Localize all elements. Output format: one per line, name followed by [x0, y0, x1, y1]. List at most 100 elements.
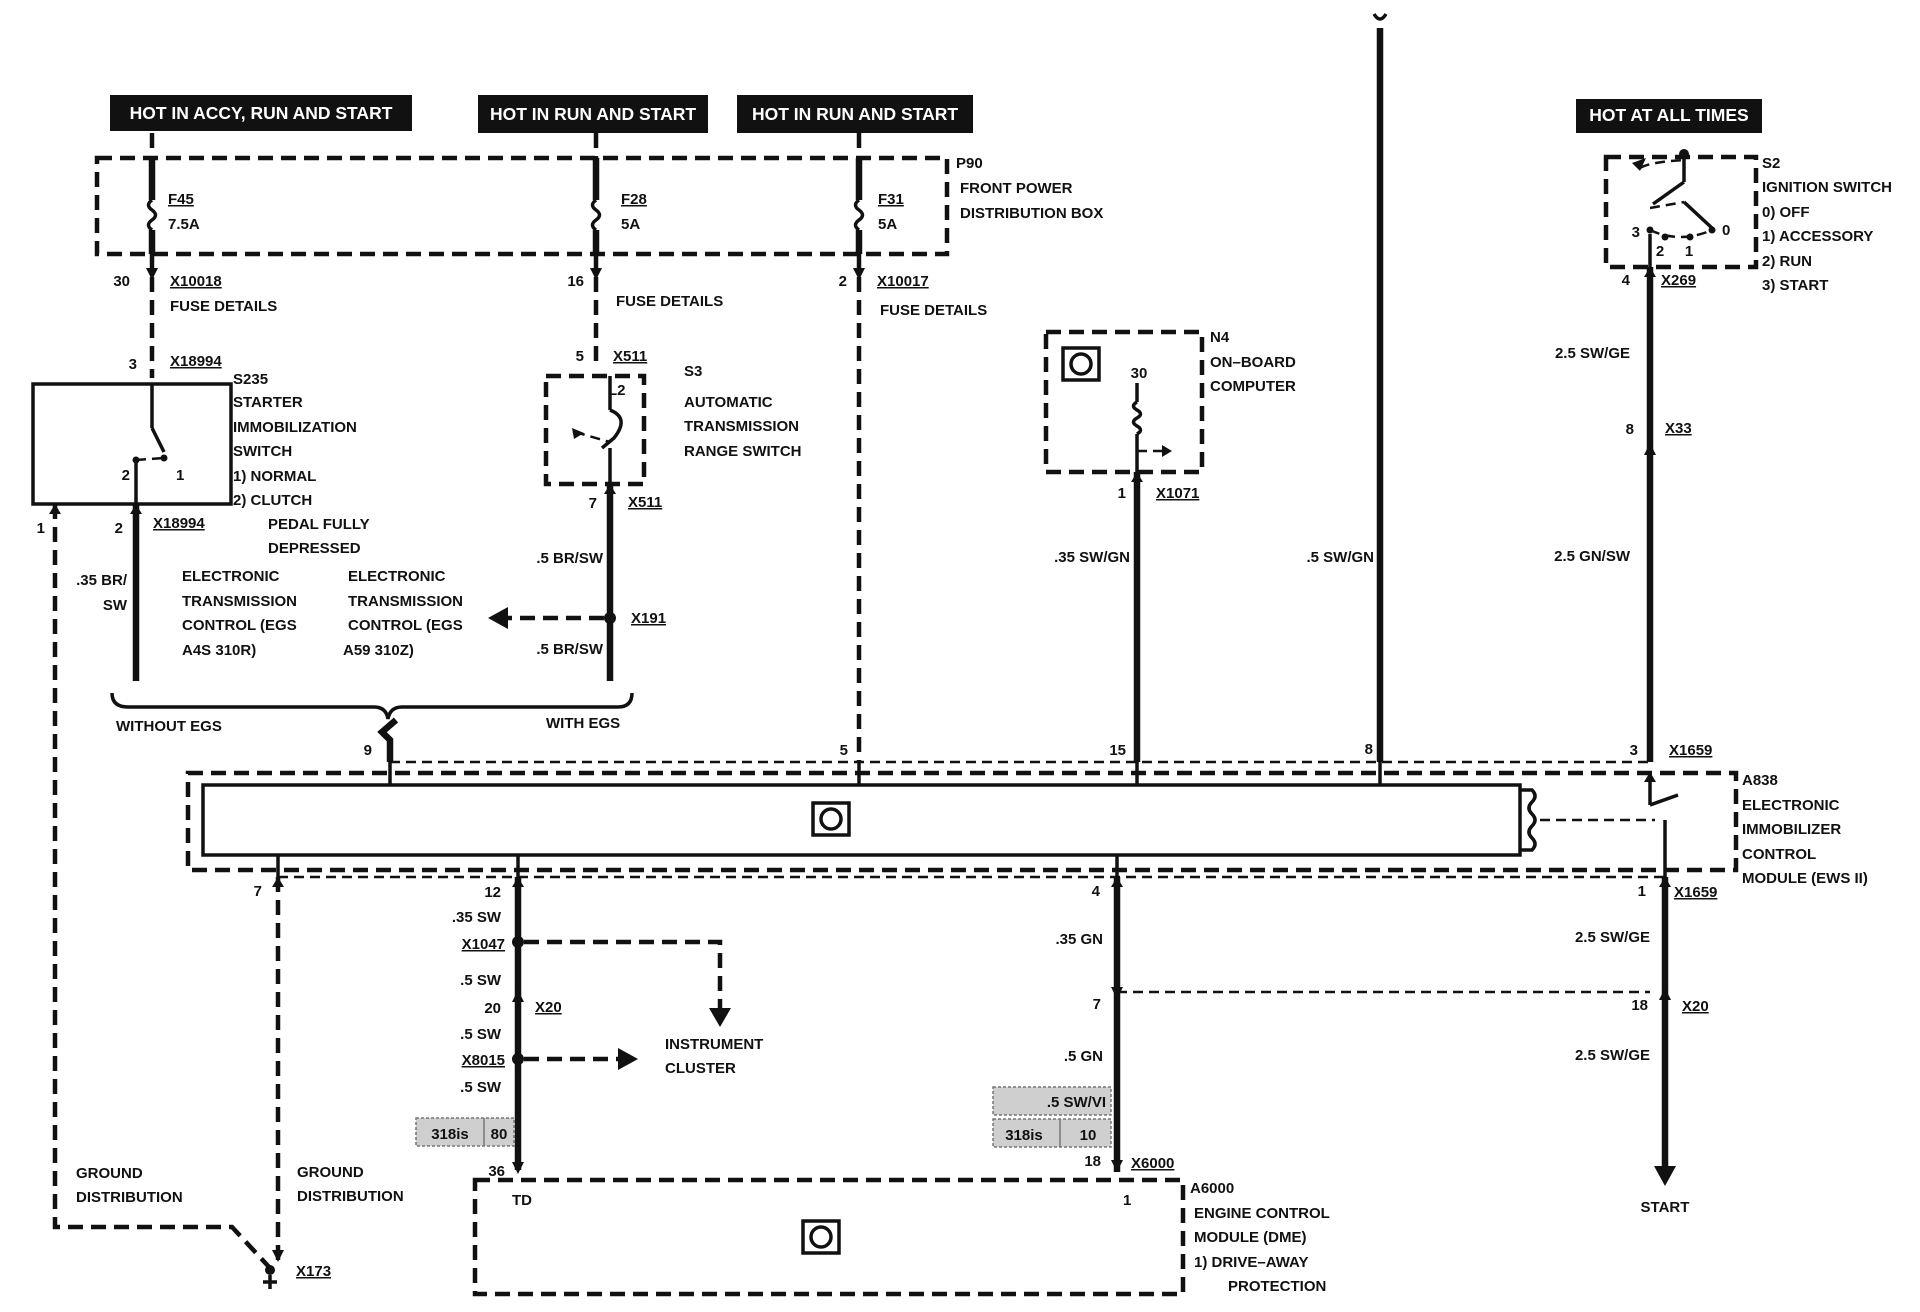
label-components-n4-id: N4	[1210, 329, 1230, 346]
fuse-f31: F31 5A	[853, 158, 904, 254]
label-power-labels-run-start-1: HOT IN RUN AND START	[490, 104, 696, 124]
label-power-labels-all-times: HOT AT ALL TIMES	[1589, 105, 1748, 125]
label-connectors-x8015: X8015	[462, 1052, 505, 1069]
label-pins-m1: 1	[1638, 883, 1646, 900]
ews-immobilizer-module: A838 ELECTRONIC IMMOBILIZER CONTROL MODU…	[185, 770, 1868, 887]
label-wires-w-5sw-c: .5 SW	[460, 1079, 502, 1096]
label-pins-p18-right: 18	[1631, 997, 1648, 1014]
label-egs-without: WITHOUT EGS	[116, 718, 222, 735]
label-power-box-fuses-2-rating: 5A	[878, 216, 897, 233]
label-egs-left-3: A4S 310R)	[182, 642, 256, 659]
label-pins-s2-1: 1	[1685, 243, 1693, 260]
label-variants-v318-right: 318is	[1005, 1127, 1043, 1144]
label-egs-right-0: ELECTRONIC	[348, 568, 446, 585]
label-components-a838-lines-1: IMMOBILIZER	[1742, 821, 1841, 838]
label-components-s235-lines-2: SWITCH	[233, 443, 292, 460]
label-power-box-name-line1: FRONT POWER	[960, 180, 1073, 197]
label-pins-s2-2: 2	[1656, 243, 1664, 260]
label-pins-m4: 4	[1092, 883, 1101, 900]
label-other-ground-right-0: GROUND	[297, 1164, 364, 1181]
hot-label-accy: HOT IN ACCY, RUN AND START	[110, 95, 412, 131]
label-power-box-name-line2: DISTRIBUTION BOX	[960, 205, 1103, 222]
ignition-switch: 3 2 1 0 S2 IGNITION SWITCH 0) OFF 1) ACC…	[1603, 149, 1892, 294]
label-pins-p30: 30	[113, 273, 130, 290]
on-board-computer: 30 N4 ON–BOARD COMPUTER	[1043, 329, 1296, 475]
label-components-a6000-pin-td: TD	[512, 1192, 532, 1209]
label-components-s2-lines-2: 1) ACCESSORY	[1762, 228, 1873, 245]
power-distribution-box: P90 FRONT POWER DISTRIBUTION BOX	[94, 155, 1103, 257]
label-components-s3-id: S3	[684, 363, 702, 380]
hot-label-run-2: HOT IN RUN AND START	[737, 95, 973, 133]
label-other-instrument-0: INSTRUMENT	[665, 1036, 763, 1053]
label-components-s3-lines-1: TRANSMISSION	[684, 418, 799, 435]
label-other-instrument-1: CLUSTER	[665, 1060, 736, 1077]
hot-label-run-1: HOT IN RUN AND START	[478, 95, 708, 133]
label-pins-p3-s235: 3	[129, 356, 137, 373]
label-pins-m5: 5	[840, 742, 848, 759]
label-connectors-x6000: X6000	[1131, 1155, 1174, 1172]
label-wires-w-25gnsw: 2.5 GN/SW	[1554, 548, 1631, 565]
label-power-box-fuses-0-name: F45	[168, 191, 194, 208]
label-power-box-fuses-1-rating: 5A	[621, 216, 640, 233]
label-pins-p30-n4: 30	[1131, 365, 1148, 382]
label-wires-w-25swge-c: 2.5 SW/GE	[1575, 1047, 1650, 1064]
hot-label-all-times: HOT AT ALL TIMES	[1576, 99, 1762, 133]
label-fuse-details-2: FUSE DETAILS	[880, 302, 987, 319]
label-components-s2-lines-3: 2) RUN	[1762, 253, 1812, 270]
label-egs-right-1: TRANSMISSION	[348, 593, 463, 610]
label-connectors-x18994-top: X18994	[170, 353, 222, 370]
label-connectors-x10018: X10018	[170, 273, 222, 290]
label-components-n4-lines-1: COMPUTER	[1210, 378, 1296, 395]
label-connectors-x173: X173	[296, 1263, 331, 1280]
label-pins-m3: 3	[1630, 742, 1638, 759]
label-wires-w-5sw-b: .5 SW	[460, 1026, 502, 1043]
label-power-box-fuses-2-name: F31	[878, 191, 904, 208]
label-connectors-x511-bot: X511	[628, 494, 662, 511]
transmission-range-switch: L2 S3 AUTOMATIC TRANSMISSION RANGE SWITC…	[543, 363, 802, 487]
label-connectors-x1071: X1071	[1156, 485, 1199, 502]
label-wires-w-5swgn: .5 SW/GN	[1306, 549, 1374, 566]
label-other-ground-right-1: DISTRIBUTION	[297, 1188, 404, 1205]
label-wires-w-5brsw-b: .5 BR/SW	[536, 641, 604, 658]
label-components-s2-id: S2	[1762, 155, 1780, 172]
label-wires-w-25swge-a: 2.5 SW/GE	[1555, 345, 1630, 362]
engine-control-module: TD 1 A6000 ENGINE CONTROL MODULE (DME) 1…	[472, 1177, 1330, 1297]
label-variants-v80: 80	[491, 1126, 508, 1143]
label-wires-w-35brsw-2: SW	[103, 597, 128, 614]
label-connectors-x18994-bot: X18994	[153, 515, 205, 532]
label-pins-p8-x33: 8	[1626, 421, 1634, 438]
label-power-box-fuses-0-rating: 7.5A	[168, 216, 200, 233]
label-variants-v10: 10	[1080, 1127, 1097, 1144]
label-power-box-fuses-1-name: F28	[621, 191, 647, 208]
label-pins-m9: 9	[364, 742, 372, 759]
label-other-ground-left-1: DISTRIBUTION	[76, 1189, 183, 1206]
label-pins-p7: 7	[1093, 996, 1101, 1013]
label-connectors-x1659-top: X1659	[1669, 742, 1712, 759]
label-connectors-x511-top: X511	[613, 348, 647, 365]
label-egs-with: WITH EGS	[546, 715, 620, 732]
label-variants-v318-left: 318is	[431, 1126, 469, 1143]
label-components-a6000-lines-0: ENGINE CONTROL	[1194, 1205, 1330, 1222]
label-pins-p7-s3: 7	[589, 495, 597, 512]
label-power-labels-run-start-2: HOT IN RUN AND START	[752, 104, 958, 124]
label-components-n4-lines-0: ON–BOARD	[1210, 354, 1296, 371]
label-pins-p20: 20	[484, 1000, 501, 1017]
label-components-s2-lines-1: 0) OFF	[1762, 204, 1810, 221]
label-pins-p2: 2	[839, 273, 847, 290]
label-pins-m12: 12	[484, 884, 501, 901]
label-components-a838-id: A838	[1742, 772, 1778, 789]
label-pins-s2-0: 0	[1722, 222, 1730, 239]
label-wires-w-5sw-a: .5 SW	[460, 972, 502, 989]
label-power-box-id: P90	[956, 155, 983, 172]
label-pins-ecm1: 1	[1123, 1192, 1131, 1209]
label-components-s235-lines-0: STARTER	[233, 394, 303, 411]
label-components-s235-lines-6: DEPRESSED	[268, 540, 361, 557]
label-power-labels-accy-run-start: HOT IN ACCY, RUN AND START	[130, 103, 393, 123]
label-connectors-x269: X269	[1661, 272, 1696, 289]
label-wires-w-25swge-b: 2.5 SW/GE	[1575, 929, 1650, 946]
label-components-a6000-lines-3: PROTECTION	[1228, 1278, 1326, 1295]
label-components-a838-lines-2: CONTROL	[1742, 846, 1816, 863]
label-connectors-x1047: X1047	[462, 936, 505, 953]
label-components-s2-lines-0: IGNITION SWITCH	[1762, 179, 1892, 196]
